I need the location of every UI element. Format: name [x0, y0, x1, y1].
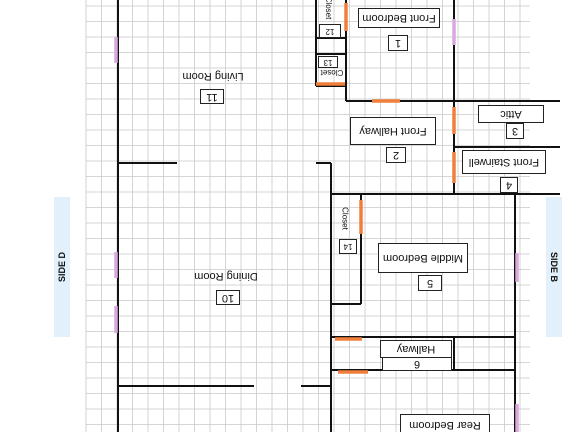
hallway-number: 6 [382, 357, 452, 371]
middle-bedroom-name: Middle Bedroom [378, 243, 468, 273]
doors [316, 3, 456, 374]
living-room-name: Living Room [182, 70, 244, 82]
front-hallway-name: Front Hallway [350, 117, 436, 145]
front-bedroom-number: 1 [388, 35, 408, 51]
living-room-number: 11 [200, 89, 224, 104]
closet-13-name: Closet [320, 68, 344, 77]
side-b-label: SIDE B [549, 251, 559, 282]
walls [117, 0, 560, 432]
closet-12-number: 12 [319, 24, 341, 38]
side-d-label: SIDE D [57, 252, 67, 283]
middle-bedroom-number: 5 [418, 275, 442, 291]
rear-bedroom-name: Rear Bedroom [400, 414, 490, 432]
dining-room-name: Dining Room [194, 270, 258, 282]
attic-name: Attic [478, 105, 544, 123]
attic-number: 3 [506, 123, 524, 139]
front-stairwell-number: 4 [500, 177, 518, 193]
front-hallway-number: 2 [386, 147, 406, 163]
closet-12-name: Closet [324, 0, 333, 20]
front-stairwell-name: Front Stairwell [462, 150, 546, 174]
graph-paper-grid [85, 0, 530, 432]
front-bedroom-name: Front Bedroom [358, 8, 440, 28]
side-d-tab [54, 197, 70, 337]
closet-14-name: Closet [340, 207, 350, 230]
hallway-name: Hallway [380, 340, 452, 358]
side-b-tab [546, 197, 562, 337]
closet-14-number: 14 [339, 239, 357, 254]
dining-room-number: 10 [216, 290, 240, 305]
windows [114, 19, 519, 432]
